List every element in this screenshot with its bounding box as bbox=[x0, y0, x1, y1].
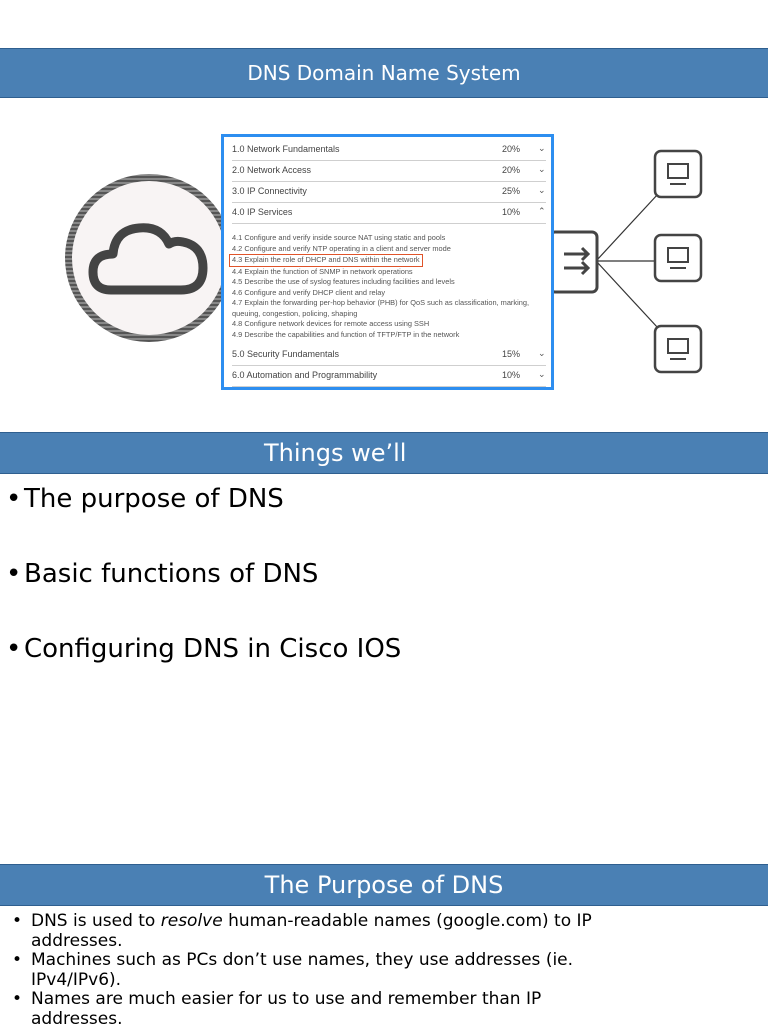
exam-topics-panel: 1.0 Network Fundamentals 20% ⌄ 2.0 Netwo… bbox=[221, 134, 554, 390]
bullet-icon: • bbox=[6, 484, 22, 514]
subtopic-item: 4.7 Explain the forwarding per-hop behav… bbox=[232, 298, 529, 318]
slide3-title-banner: The Purpose of DNS bbox=[0, 864, 768, 906]
topic-row-6[interactable]: 6.0 Automation and Programmability 10% ⌄ bbox=[232, 366, 546, 387]
subtopic-list: 4.1 Configure and verify inside source N… bbox=[229, 233, 550, 340]
bullet-item: •Configuring DNS in Cisco IOS bbox=[6, 634, 402, 664]
bullet-item: •DNS is used to resolve human-readable n… bbox=[12, 911, 592, 951]
bullet-item: •Machines such as PCs don’t use names, t… bbox=[12, 950, 574, 990]
chevron-down-icon[interactable]: ⌄ bbox=[538, 185, 546, 195]
bullet-icon: • bbox=[12, 989, 23, 1009]
bullet-icon: • bbox=[12, 911, 23, 931]
chevron-down-icon[interactable]: ⌄ bbox=[538, 143, 546, 153]
slide1-title-banner: DNS Domain Name System bbox=[0, 48, 768, 98]
topic-row-4[interactable]: 4.0 IP Services 10% ⌃ bbox=[232, 203, 546, 224]
subtopic-item: 4.9 Describe the capabilities and functi… bbox=[232, 329, 460, 339]
subtopic-item: 4.8 Configure network devices for remote… bbox=[232, 319, 430, 328]
purpose-bullet-list: •DNS is used to resolve human-readable n… bbox=[12, 911, 632, 1029]
subtopic-item-highlighted: 4.3 Explain the role of DHCP and DNS wit… bbox=[229, 254, 423, 267]
subtopic-item: 4.2 Configure and verify NTP operating i… bbox=[232, 243, 451, 253]
slide2-title-banner: Things we’ll bbox=[0, 432, 768, 474]
switch-icon bbox=[548, 230, 599, 294]
topic-row-1[interactable]: 1.0 Network Fundamentals 20% ⌄ bbox=[232, 140, 546, 161]
pc-icon bbox=[653, 324, 703, 374]
topic-row-2[interactable]: 2.0 Network Access 20% ⌄ bbox=[232, 161, 546, 182]
subtopic-item: 4.4 Explain the function of SNMP in netw… bbox=[232, 266, 413, 276]
topic-row-5[interactable]: 5.0 Security Fundamentals 15% ⌄ bbox=[232, 345, 546, 366]
chevron-down-icon[interactable]: ⌄ bbox=[538, 348, 546, 358]
topic-row-3[interactable]: 3.0 IP Connectivity 25% ⌄ bbox=[232, 182, 546, 203]
chevron-up-icon[interactable]: ⌃ bbox=[538, 206, 546, 216]
chevron-down-icon[interactable]: ⌄ bbox=[538, 164, 546, 174]
network-topology bbox=[540, 140, 768, 390]
slide3-title: The Purpose of DNS bbox=[264, 871, 504, 899]
slide1-title: DNS Domain Name System bbox=[247, 61, 521, 85]
chevron-down-icon[interactable]: ⌄ bbox=[538, 369, 546, 379]
slide2-title: Things we’ll bbox=[264, 439, 407, 467]
subtopic-item: 4.6 Configure and verify DHCP client and… bbox=[232, 287, 386, 297]
bullet-item: •Basic functions of DNS bbox=[6, 559, 319, 589]
bullet-icon: • bbox=[12, 950, 23, 970]
subtopic-item: 4.1 Configure and verify inside source N… bbox=[232, 233, 446, 242]
pc-icon bbox=[653, 233, 703, 283]
pc-icon bbox=[653, 149, 703, 199]
subtopic-item: 4.5 Describe the use of syslog features … bbox=[232, 277, 455, 286]
bullet-item: •Names are much easier for us to use and… bbox=[12, 989, 542, 1029]
bullet-icon: • bbox=[6, 559, 22, 589]
bullet-icon: • bbox=[6, 634, 22, 664]
bullet-item: •The purpose of DNS bbox=[6, 484, 284, 514]
cloud-icon bbox=[63, 172, 235, 344]
